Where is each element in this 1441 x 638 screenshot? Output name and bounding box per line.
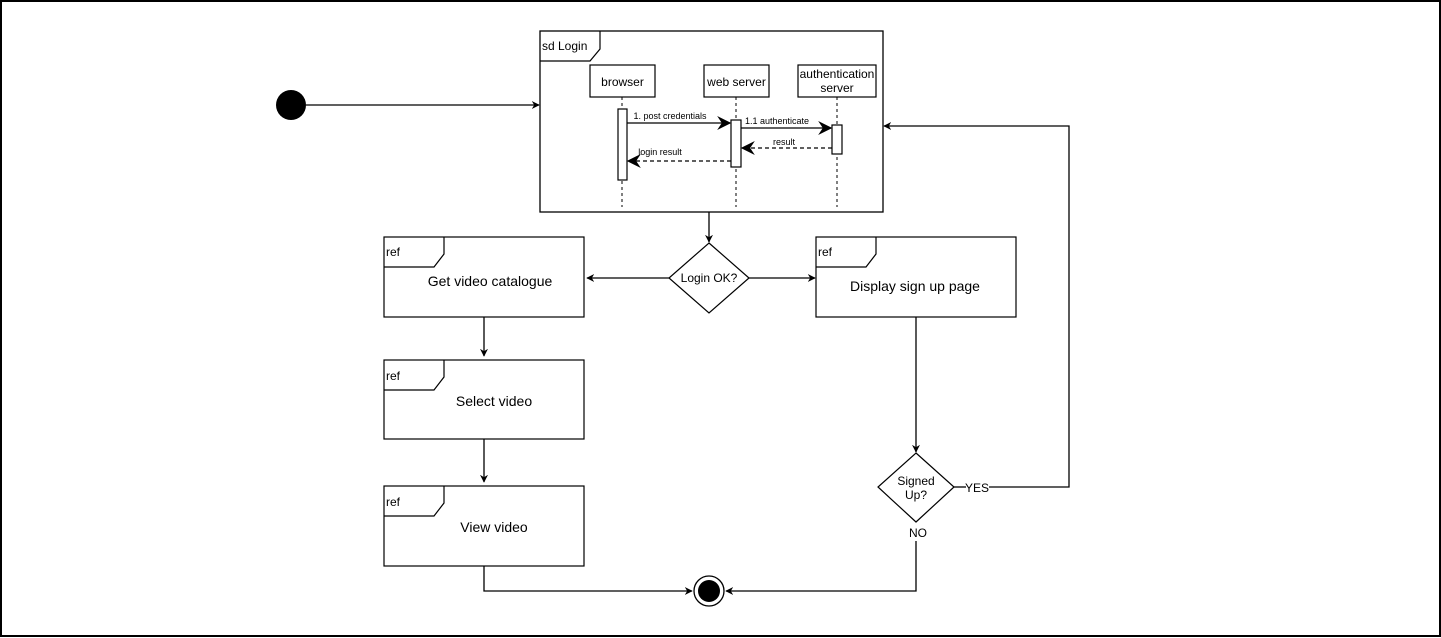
message-result: result <box>740 137 832 155</box>
frame-label: sd Login <box>542 39 587 53</box>
edge-view-to-final <box>483 566 693 595</box>
ref-label: Get video catalogue <box>428 273 553 289</box>
ref-get-video-catalogue[interactable]: ref Get video catalogue <box>383 236 585 318</box>
lifeline-label-line1: authentication <box>800 67 875 81</box>
ref-display-sign-up-page[interactable]: ref Display sign up page <box>815 236 1017 318</box>
frame-tag-border <box>540 31 601 62</box>
svg-text:result: result <box>773 137 796 147</box>
lifeline-browser[interactable]: browser <box>589 64 656 207</box>
svg-text:Up?: Up? <box>905 488 927 502</box>
ref-label: Select video <box>456 393 532 409</box>
svg-text:login result: login result <box>638 147 682 157</box>
ref-tag: ref <box>818 245 833 259</box>
lifeline-auth-server[interactable]: authentication server <box>797 64 877 207</box>
edge-yes-to-login <box>883 122 1070 488</box>
ref-label: View video <box>460 519 528 535</box>
activation-bar <box>831 124 843 155</box>
ref-tag: ref <box>386 495 401 509</box>
activation-bar <box>617 108 628 181</box>
sequence-frame <box>539 30 884 213</box>
ref-view-video[interactable]: ref View video <box>383 485 585 567</box>
lifeline-label: web server <box>706 75 766 89</box>
edge-label-no: NO <box>909 526 927 540</box>
edge-no-to-final <box>725 541 917 595</box>
svg-text:1. post credentials: 1. post credentials <box>633 111 707 121</box>
ref-label: Display sign up page <box>850 278 980 294</box>
lifeline-label-line2: server <box>820 81 853 95</box>
edge-label-yes: YES <box>965 481 989 495</box>
message-login-result: login result <box>626 147 731 168</box>
decision-signed-up[interactable]: Signed Up? <box>877 452 955 523</box>
activation-bar <box>730 119 742 168</box>
svg-text:1.1 authenticate: 1.1 authenticate <box>745 116 809 126</box>
svg-text:Login OK?: Login OK? <box>681 271 738 285</box>
sequence-frame-login[interactable]: sd Login browser web server authenticati… <box>539 30 884 213</box>
decision-login-ok[interactable]: Login OK? <box>668 242 750 314</box>
message-post-credentials: 1. post credentials <box>627 111 732 130</box>
initial-node[interactable] <box>276 90 306 120</box>
svg-text:Signed: Signed <box>897 474 934 488</box>
ref-tag: ref <box>386 369 401 383</box>
lifeline-label: browser <box>601 75 644 89</box>
ref-tag: ref <box>386 245 401 259</box>
ref-select-video[interactable]: ref Select video <box>383 359 585 440</box>
final-node[interactable] <box>693 575 725 607</box>
message-authenticate: 1.1 authenticate <box>741 116 833 135</box>
